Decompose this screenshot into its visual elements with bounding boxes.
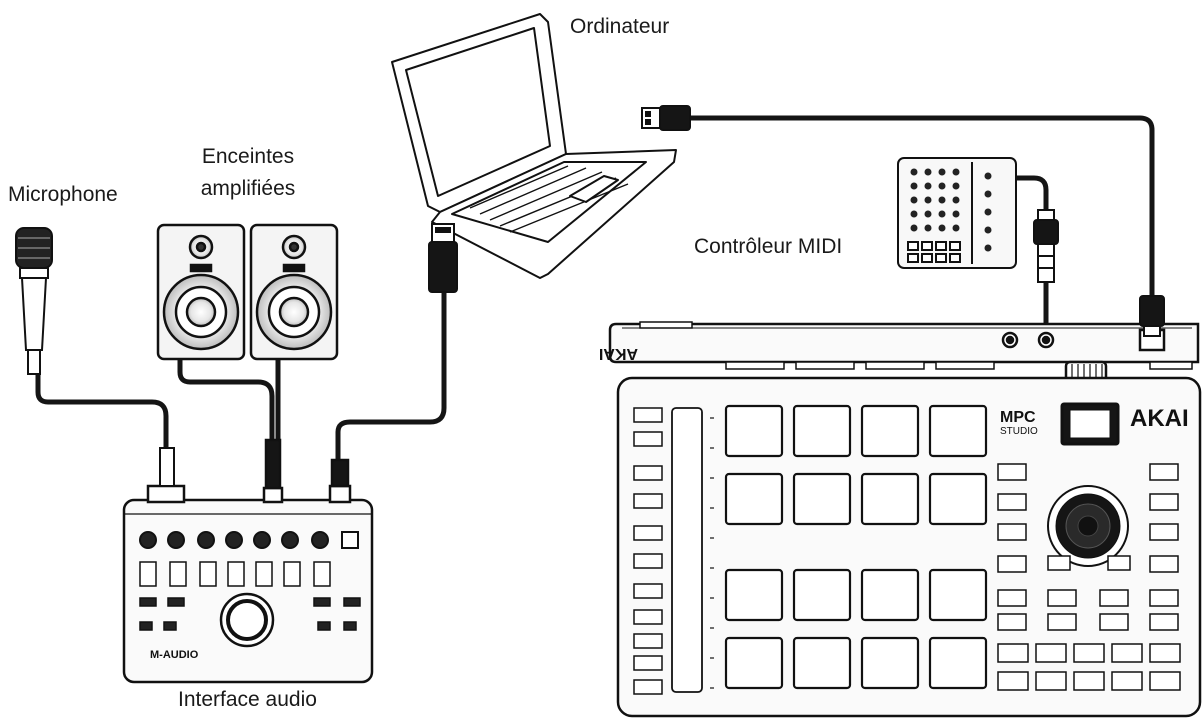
mpc-touch-strip <box>671 407 714 693</box>
interface-usb-cable <box>335 289 447 465</box>
mpc-brand-logo: AKAI <box>1130 405 1189 432</box>
speaker-left-cable <box>177 357 275 443</box>
cables <box>35 115 1155 465</box>
microphone-device <box>15 227 53 375</box>
midi-plug <box>1033 209 1059 283</box>
mpc-rear-panel <box>608 321 1200 386</box>
microphone-label: Microphone <box>8 183 118 206</box>
mpc-usb-cable <box>685 115 1155 303</box>
mpc-right-buttons <box>997 463 1181 691</box>
mpc-display <box>1060 402 1120 446</box>
midi-cable <box>1013 175 1049 215</box>
mpc-left-buttons <box>633 407 663 695</box>
interface-main-knob <box>219 592 275 648</box>
mpc-jog-wheel <box>1047 485 1129 567</box>
interface-faders <box>139 561 331 587</box>
computer-label: Ordinateur <box>570 15 670 38</box>
laptop-trackpad <box>569 175 619 203</box>
mpc-top-device <box>616 376 1202 718</box>
interface-brand-label: M-AUDIO <box>150 649 199 661</box>
usb-plug-computer <box>428 223 458 293</box>
speaker-right <box>249 223 339 361</box>
laptop-computer <box>391 13 677 279</box>
mpc-pad-grid <box>724 404 988 690</box>
audio-interface-device <box>122 438 374 684</box>
microphone-cable <box>35 369 169 451</box>
audio-interface-label: Interface audio <box>178 688 317 711</box>
mpc-model-label-2: STUDIO <box>1000 426 1038 437</box>
interface-buttons <box>139 597 361 631</box>
interface-knobs-row <box>139 531 359 549</box>
speakers-label-line2: amplifiées <box>200 177 296 200</box>
midi-controller-device <box>897 157 1017 269</box>
speaker-left <box>156 223 246 361</box>
speakers-label-line1: Enceintes <box>201 145 295 168</box>
mpc-model-label-1: MPC <box>1000 409 1036 426</box>
usb-plug-mpc <box>1139 295 1165 337</box>
mpc-rear-brand-logo: AKAI <box>599 345 638 362</box>
midi-controller-label: Contrôleur MIDI <box>694 235 843 258</box>
usb-plug-top <box>641 105 691 131</box>
